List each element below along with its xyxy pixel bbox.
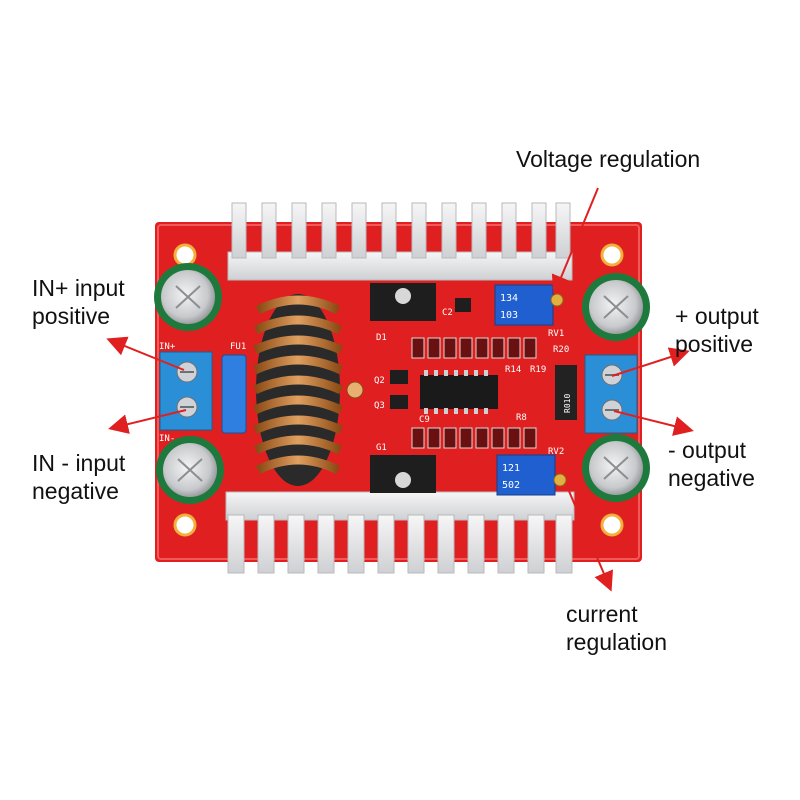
silk-r19: R19 bbox=[530, 365, 546, 375]
silk-r14: R14 bbox=[505, 365, 521, 375]
silk-in-minus: IN- bbox=[159, 434, 175, 444]
silk-g1: G1 bbox=[376, 443, 387, 453]
smd-resistor-row-top bbox=[411, 337, 537, 359]
pot-bottom-code: 121 bbox=[502, 463, 520, 474]
bottom-heatsink bbox=[225, 491, 575, 574]
label-in-minus-line1: IN - input bbox=[32, 450, 126, 476]
sense-resistor bbox=[555, 365, 577, 420]
smd-resistor-row-bottom bbox=[411, 427, 537, 449]
silk-in-plus: IN+ bbox=[159, 342, 176, 352]
input-capacitor-bottom bbox=[156, 436, 224, 504]
label-out-minus-line1: - output bbox=[668, 437, 746, 463]
voltage-potentiometer bbox=[494, 284, 564, 326]
fuse bbox=[221, 354, 247, 434]
label-current-line2: regulation bbox=[566, 629, 668, 655]
silk-rv2: RV2 bbox=[548, 447, 564, 457]
output-terminal-block bbox=[584, 354, 638, 434]
arrow-current-regulation bbox=[565, 483, 613, 592]
silk-q3: Q3 bbox=[374, 401, 385, 411]
annotation-arrows bbox=[106, 187, 694, 592]
silk-r8: R8 bbox=[516, 413, 527, 423]
small-transistors bbox=[390, 298, 471, 409]
label-in-plus-line1: IN+ input bbox=[32, 275, 125, 301]
mosfet-top bbox=[370, 283, 436, 321]
silk-r010: R010 bbox=[563, 394, 572, 413]
pot-top-code2: 103 bbox=[500, 310, 518, 321]
pot-bottom-code2: 502 bbox=[502, 480, 520, 491]
label-current-line1: current bbox=[566, 601, 638, 627]
output-capacitor-top bbox=[582, 273, 650, 341]
top-heatsink bbox=[227, 202, 573, 281]
silk-r20: R20 bbox=[553, 345, 569, 355]
current-potentiometer bbox=[496, 454, 567, 496]
silk-c9: C9 bbox=[419, 415, 430, 425]
input-terminal-block bbox=[159, 351, 213, 431]
silk-c2: C2 bbox=[442, 308, 453, 318]
label-in-minus-line2: negative bbox=[32, 478, 119, 504]
arrow-out-plus bbox=[611, 347, 690, 377]
arrow-out-minus bbox=[613, 410, 694, 436]
label-out-plus-line1: + output bbox=[675, 303, 759, 329]
label-voltage-regulation: Voltage regulation bbox=[516, 146, 701, 172]
label-out-minus-line2: negative bbox=[668, 465, 755, 491]
silk-fu1: FU1 bbox=[230, 342, 246, 352]
output-capacitor-bottom bbox=[582, 434, 650, 502]
input-capacitor-top bbox=[154, 263, 222, 331]
silk-rv1: RV1 bbox=[548, 329, 564, 339]
arrow-voltage-regulation bbox=[551, 187, 599, 296]
mosfet-bottom bbox=[370, 455, 436, 493]
control-ic bbox=[420, 370, 498, 414]
silk-q2: Q2 bbox=[374, 376, 385, 386]
label-out-plus-line2: positive bbox=[675, 331, 753, 357]
silk-d1: D1 bbox=[376, 333, 387, 343]
arrow-in-plus bbox=[106, 336, 185, 371]
mounting-holes bbox=[173, 243, 624, 537]
label-in-plus-line2: positive bbox=[32, 303, 110, 329]
arrow-in-minus bbox=[108, 409, 187, 434]
toroid-inductor bbox=[253, 294, 364, 486]
pot-top-code: 134 bbox=[500, 293, 518, 304]
